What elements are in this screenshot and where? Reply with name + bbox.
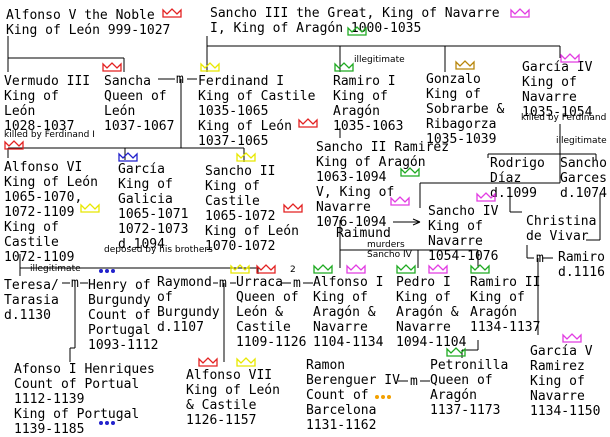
crown-icon — [560, 53, 580, 63]
person-sancho-iii: Sancho III the Great, King of Navarre I,… — [210, 6, 500, 36]
person-pedro-i: Pedro I King of Aragón & Navarre 1094-11… — [396, 275, 467, 350]
marriage-symbol-christina-ramiro: m — [536, 251, 544, 266]
person-sancho-ii: Sancho II King of Castile 1065-1072 King… — [205, 164, 299, 254]
crown-icon — [510, 8, 530, 18]
crown-icon — [562, 333, 582, 343]
crown-icon — [80, 203, 100, 213]
person-vermudo-iii: Vermudo III King of León 1028-1037 — [4, 74, 91, 134]
crown-icon — [334, 62, 354, 72]
person-garcia-iv: García IV King of Navarre 1035-1054 — [522, 60, 593, 120]
person-petronilla: Petronilla Queen of Aragón 1137-1173 — [430, 358, 509, 418]
person-urraca: Urraca Queen of León & Castile 1109-1126 — [236, 275, 307, 350]
crown-icon — [236, 152, 256, 162]
crown-icon — [455, 60, 475, 70]
crown-icon — [396, 264, 416, 274]
person-afonso-i-henriques: Afonso I Henriques Count of Portual 1112… — [14, 362, 155, 437]
person-alfonso-vi: Alfonso VI King of León 1065-1070, 1072-… — [4, 160, 98, 265]
crown-icon — [446, 347, 466, 357]
person-ramiro-ii: Ramiro II King of Aragón 1134-1137 — [470, 275, 541, 335]
person-gonzalo: Gonzalo King of Sobrarbe & Ribagorza 103… — [426, 72, 505, 147]
crown-icon — [4, 140, 24, 150]
person-sancho-garces: Sancho Garces d.1074 — [560, 156, 607, 201]
note-killed-garcia-iv: killed by Ferdinand I — [521, 113, 610, 123]
person-alfonso-i: Alfonso I King of Aragón & Navarre 1104-… — [313, 275, 384, 350]
person-sancho-ramirez: Sancho II Ramirez King of Aragón 1063-10… — [316, 140, 450, 230]
marriage-symbol-ramon-petronilla: m — [410, 374, 418, 389]
crown-icon — [236, 357, 256, 367]
crown-icon — [162, 8, 182, 18]
crown-icon — [198, 357, 218, 367]
crown-icon — [118, 152, 138, 162]
person-alfonso-v: Alfonso V the Noble King of León 999-102… — [6, 8, 171, 38]
person-sancha: Sancha Queen of León 1037-1067 — [104, 74, 175, 134]
dots-icon — [99, 421, 115, 425]
person-ramiro-d1116: Ramiro d.1116 — [558, 250, 605, 280]
dots-icon — [99, 269, 115, 273]
crown-icon — [298, 118, 318, 128]
person-raimund: Raimund — [336, 226, 391, 241]
crown-icon — [476, 192, 496, 202]
crown-icon — [283, 203, 303, 213]
person-garcia-v: García V Ramirez King of Navarre 1134-11… — [530, 344, 601, 419]
dots-icon — [375, 395, 391, 399]
note-illegitimate-teresa: illegitimate — [30, 264, 81, 274]
crown-icon — [470, 264, 490, 274]
crown-icon — [428, 264, 448, 274]
person-teresa: Teresa/ Tarasia d.1130 — [4, 278, 59, 323]
person-ramiro-i: Ramiro I King of Aragón 1035-1063 — [333, 74, 404, 134]
person-christina: Christina de Vivar — [526, 214, 597, 244]
person-ferdinand-i: Ferdinand I King of Castile 1035-1065 Ki… — [198, 74, 316, 149]
note-second-marriage: 2 — [290, 265, 296, 275]
note-murders: murders Sancho IV — [367, 240, 412, 260]
marriage-symbol-urraca-alfonso-i: m — [293, 276, 301, 291]
crown-icon — [200, 62, 220, 72]
crown-icon — [230, 264, 250, 274]
note-illegitimate-sancho-garces: illegitimate — [556, 136, 607, 146]
person-ramon-berenguer: Ramon Berenguer IV Count of Barcelona 11… — [306, 358, 400, 433]
note-illegitimate-ramiro: illegitimate — [354, 55, 405, 65]
crown-icon — [347, 26, 367, 36]
crown-icon — [390, 196, 410, 206]
crown-icon — [313, 264, 333, 274]
marriage-symbol-teresa-henry: m — [71, 276, 79, 291]
person-garcia-galicia: García King of Galicia 1065-1071 1072-10… — [118, 162, 189, 252]
crown-icon — [400, 167, 420, 177]
person-sancho-iv: Sancho IV King of Navarre 1054-1076 — [428, 204, 499, 264]
note-deposed: deposed by his brothers — [104, 245, 213, 255]
note-killed-vermudo: killed by Ferdinand I — [4, 130, 95, 140]
person-rodrigo-diaz: Rodrigo Díaz d.1099 — [490, 156, 545, 201]
person-alfonso-vii: Alfonso VII King of León & Castile 1126-… — [186, 368, 280, 428]
marriage-symbol-raymond-urraca: m — [219, 276, 227, 291]
crown-icon — [346, 264, 366, 274]
person-raymond: Raymond of Burgundy d.1107 — [157, 275, 220, 335]
crown-icon — [102, 62, 122, 72]
marriage-symbol-sancha-ferdinand: m — [176, 72, 184, 87]
crown-icon — [256, 264, 276, 274]
person-henry-of-burgundy: Henry of Burgundy Count of Portugal 1093… — [88, 278, 159, 353]
